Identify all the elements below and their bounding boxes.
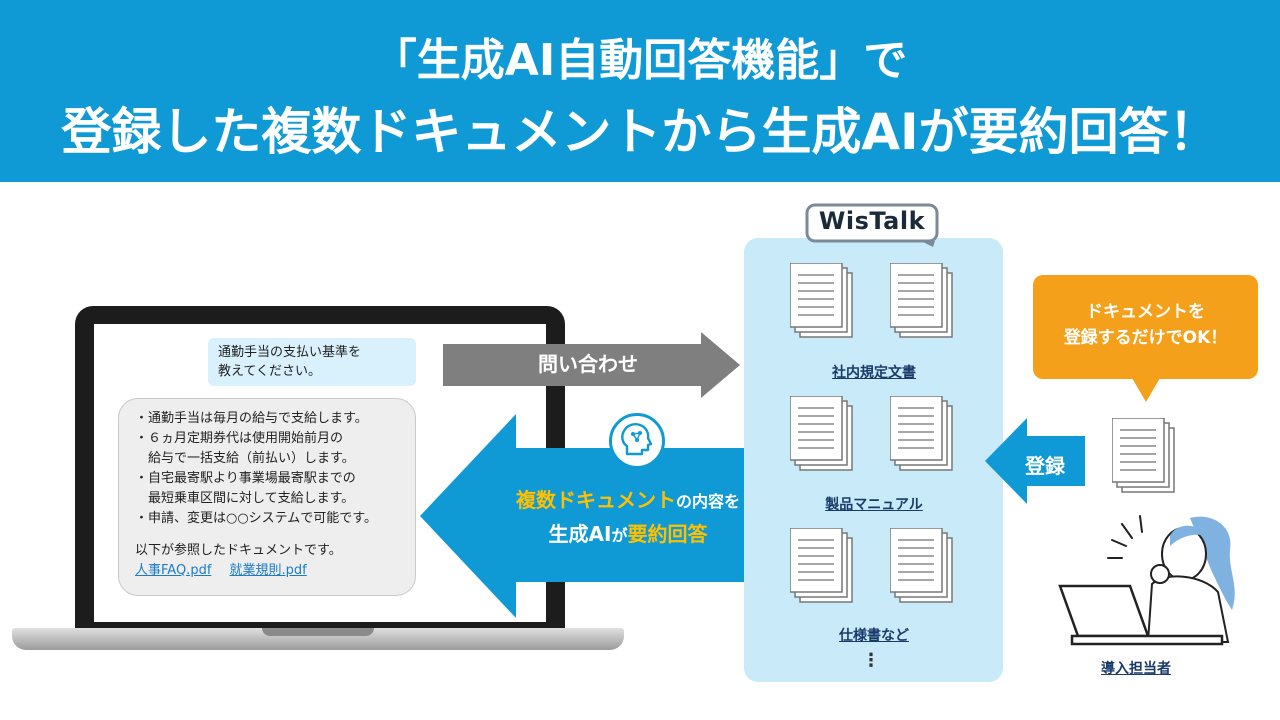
question-bubble: 通勤手当の支払い基準を 教えてください。	[208, 338, 416, 386]
answer-line: 給与で一括支給（前払い）します。	[135, 451, 355, 466]
callout-tail	[1132, 378, 1160, 402]
answer-arrow-highlight: 要約回答	[627, 522, 708, 546]
callout-box	[1033, 275, 1258, 379]
more-documents-indicator: ⋮	[862, 650, 880, 671]
person-label: 導入担当者	[1101, 661, 1171, 677]
question-line: 教えてください。	[218, 364, 321, 379]
answer-line: ・６ヵ月定期券代は使用開始前月の	[135, 431, 344, 446]
document-stack-icon	[890, 263, 953, 338]
ai-brain-icon	[609, 413, 665, 469]
question-line: 通勤手当の支払い基準を	[218, 345, 362, 360]
wistalk-logo-badge	[805, 203, 939, 247]
title-banner	[0, 0, 1280, 182]
inquiry-arrow-label: 問い合わせ	[538, 352, 638, 376]
banner-title-line1: 「生成AI自動回答機能」で	[372, 35, 908, 86]
reference-link-hr-faq[interactable]: 人事FAQ.pdf	[135, 563, 212, 578]
answer-line: ・申請、変更は○○システムで可能です。	[135, 511, 377, 526]
document-stack-icon	[1112, 418, 1175, 493]
callout-text: ドキュメントを 登録するだけでOK！	[1033, 299, 1258, 351]
register-arrow-label: 登録	[1025, 454, 1065, 478]
register-arrow	[985, 418, 1085, 504]
wistalk-panel	[744, 238, 1003, 682]
doc-label-product-manual: 製品マニュアル	[825, 497, 923, 513]
inquiry-arrow	[443, 332, 740, 398]
answer-bubble: ・通勤手当は毎月の給与で支給します。 ・６ヵ月定期券代は使用開始前月の 給与で一…	[118, 398, 416, 596]
answer-arrow-highlight: 複数ドキュメント	[515, 488, 676, 512]
answer-arrow-text-part: が	[611, 526, 628, 545]
laptop-base	[12, 628, 624, 650]
document-stack-icon	[790, 263, 853, 338]
document-stack-icon	[790, 528, 853, 603]
person-with-laptop-illustration	[1058, 515, 1235, 646]
document-stack-icon	[790, 396, 853, 471]
doc-label-specifications: 仕様書など	[839, 628, 909, 644]
answer-arrow	[420, 414, 780, 618]
answer-line: 最短乗車区間に対して支給します。	[135, 491, 355, 506]
document-stack-icon	[890, 396, 953, 471]
callout-line: 登録するだけでOK！	[1063, 328, 1228, 348]
answer-arrow-text-part: 生成AI	[548, 522, 612, 546]
answer-arrow-text-part: の内容を	[675, 492, 740, 511]
answer-line: ・自宅最寄駅より事業場最寄駅までの	[135, 471, 356, 486]
answer-arrow-text: 複数ドキュメントの内容を 生成AIが要約回答	[488, 484, 768, 552]
callout-line: ドキュメントを	[1086, 302, 1205, 322]
doc-label-internal-rules: 社内規定文書	[832, 365, 916, 381]
wistalk-logo: WisTalk	[818, 207, 926, 235]
document-stack-icon	[890, 528, 953, 603]
reference-intro: 以下が参照したドキュメントです。	[135, 543, 342, 558]
laptop-notch	[262, 628, 374, 636]
answer-line: ・通勤手当は毎月の給与で支給します。	[135, 411, 368, 426]
reference-link-work-rules[interactable]: 就業規則.pdf	[229, 563, 307, 578]
banner-title-line2: 登録した複数ドキュメントから生成AIが要約回答！	[61, 103, 1219, 161]
